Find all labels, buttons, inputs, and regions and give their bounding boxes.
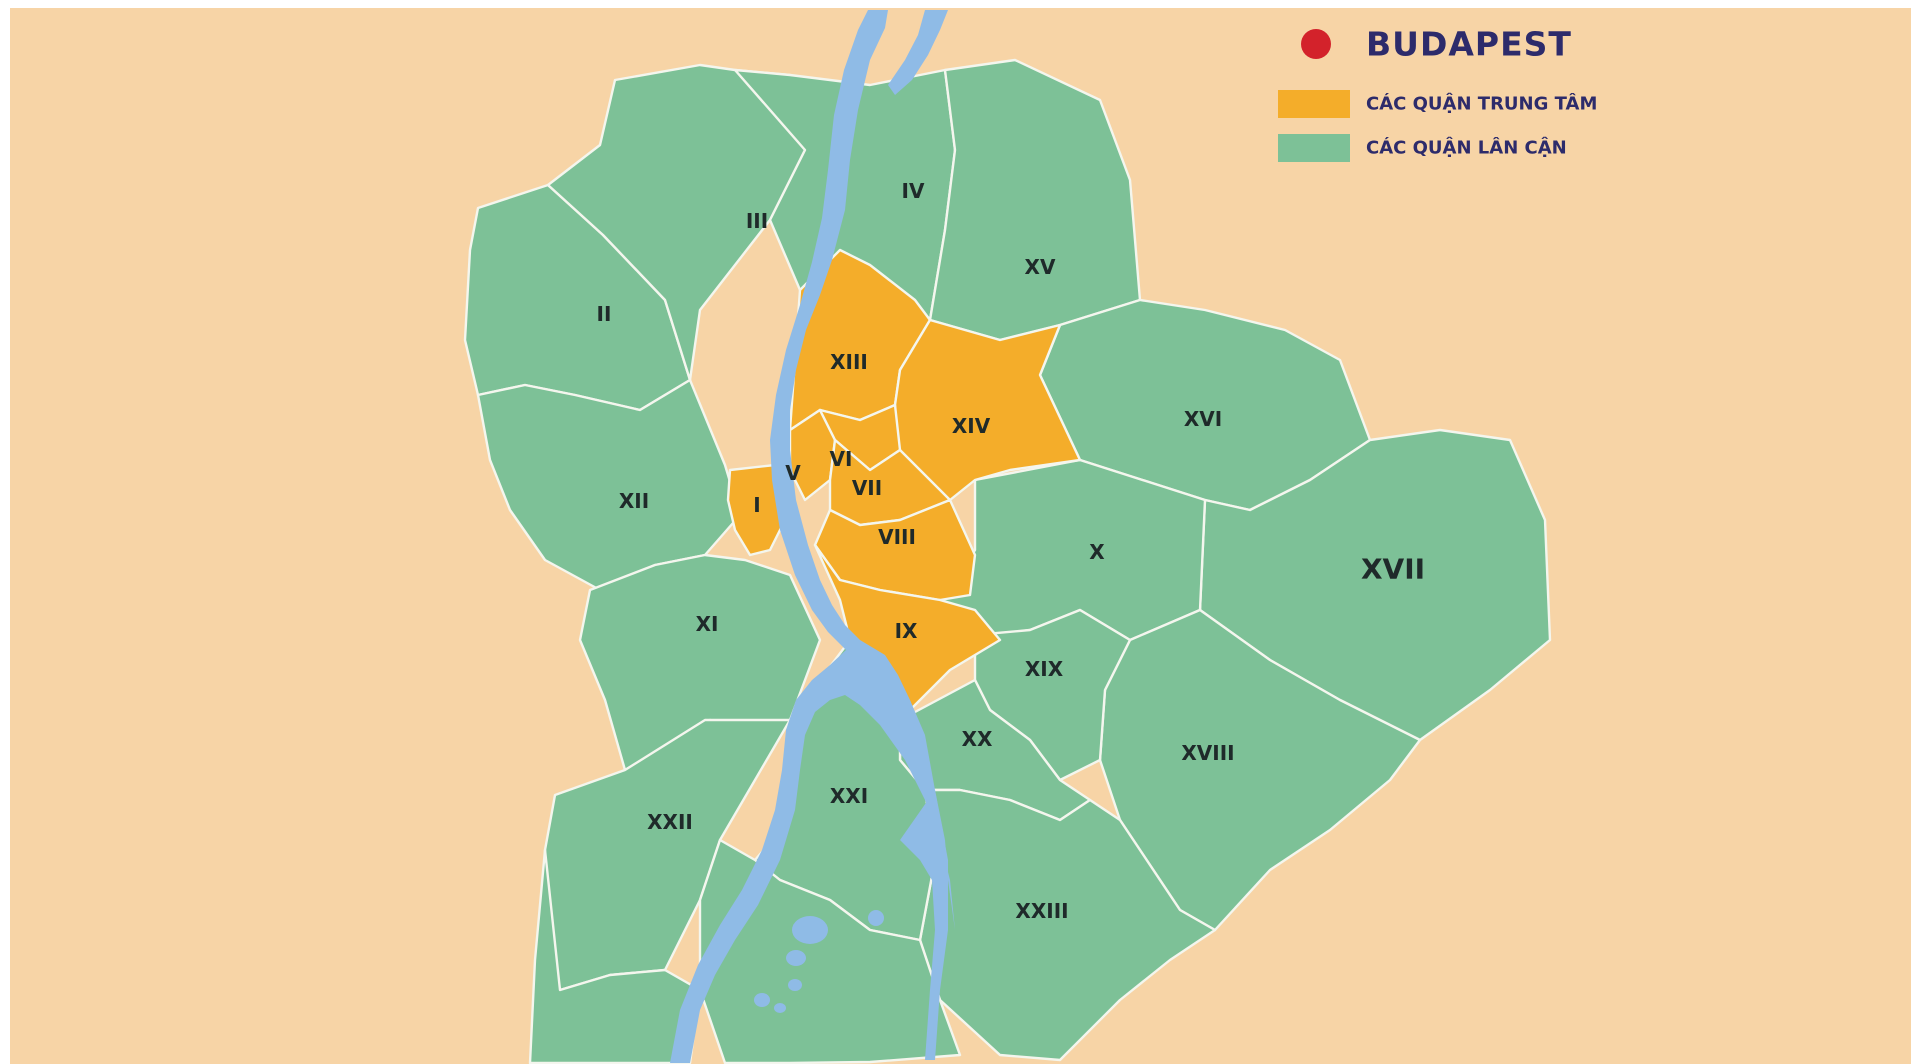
legend-marker-dot: [1301, 29, 1331, 59]
label-district-IX: IX: [895, 619, 918, 643]
label-district-XV: XV: [1025, 255, 1056, 279]
island-lake-1: [792, 916, 828, 944]
label-district-IV: IV: [902, 179, 925, 203]
danube-south-branch: [900, 790, 948, 1060]
district-XXI-south[interactable]: [698, 838, 962, 1064]
label-district-III: III: [746, 209, 768, 233]
label-district-II: II: [597, 302, 612, 326]
label-district-XIII: XIII: [830, 350, 868, 374]
danube-river: [670, 10, 955, 1063]
island-lake-3: [868, 910, 884, 926]
label-district-XIX: XIX: [1025, 657, 1064, 681]
label-district-VI: VI: [830, 447, 853, 471]
district-XII[interactable]: [476, 378, 742, 592]
legend: BUDAPEST CÁC QUẬN TRUNG TÂM CÁC QUẬN LÂN…: [1278, 25, 1597, 162]
label-district-XIV: XIV: [952, 414, 991, 438]
label-district-XXII: XXII: [647, 810, 693, 834]
label-district-XI: XI: [696, 612, 719, 636]
label-district-XXIII: XXIII: [1015, 899, 1068, 923]
district-XVIII[interactable]: [1098, 608, 1422, 932]
legend-swatch-outer: [1278, 134, 1350, 162]
label-district-VII: VII: [852, 476, 882, 500]
danube-north-branch: [888, 10, 948, 95]
label-district-XVIII: XVIII: [1181, 741, 1234, 765]
legend-title: BUDAPEST: [1366, 25, 1572, 64]
island-lake-5: [788, 979, 802, 991]
label-district-XVI: XVI: [1184, 407, 1222, 431]
label-district-VIII: VIII: [878, 525, 916, 549]
label-district-XXI: XXI: [830, 784, 868, 808]
legend-label-outer: CÁC QUẬN LÂN CẬN: [1366, 137, 1567, 159]
label-district-XII: XII: [619, 489, 649, 513]
label-district-V: V: [785, 461, 801, 485]
label-district-XX: XX: [962, 727, 993, 751]
label-district-I: I: [753, 493, 760, 517]
island-lake-2: [786, 950, 806, 966]
island-lake-6: [774, 1003, 786, 1013]
label-district-XVII: XVII: [1361, 553, 1425, 586]
central-districts: [726, 248, 1082, 722]
label-district-X: X: [1089, 540, 1105, 564]
legend-swatch-central: [1278, 90, 1350, 118]
legend-label-central: CÁC QUẬN TRUNG TÂM: [1366, 93, 1597, 115]
district-XIV[interactable]: [893, 318, 1082, 502]
district-labels: II III IV XV XVI XVII X XVIII XIX XX XXI…: [597, 179, 1425, 923]
island-lake-4: [754, 993, 770, 1007]
